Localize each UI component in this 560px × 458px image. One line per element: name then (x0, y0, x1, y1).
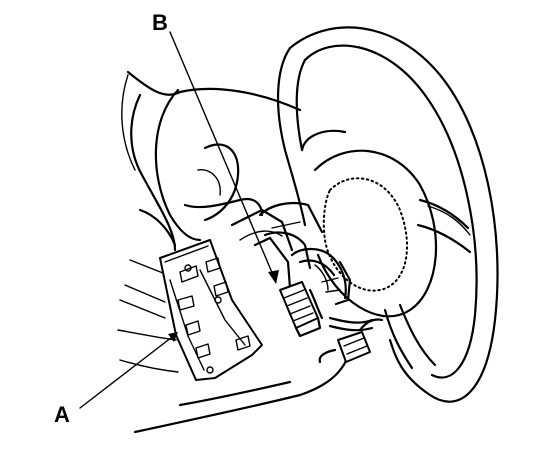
lower-connector (318, 316, 384, 364)
arrowhead-a (168, 332, 178, 342)
steering-wheel (276, 26, 499, 403)
bracket-a (159, 239, 263, 381)
callout-label-b: B (152, 10, 168, 35)
steering-column (258, 201, 352, 320)
callout-label-a: A (54, 402, 70, 427)
leader-line-b (169, 31, 277, 283)
leader-lines (79, 31, 279, 409)
connector-b (279, 281, 322, 338)
dashboard-panel (121, 70, 302, 290)
arrowhead-b (268, 270, 279, 284)
airbag-outline (322, 177, 408, 292)
leader-line-a (79, 333, 177, 409)
